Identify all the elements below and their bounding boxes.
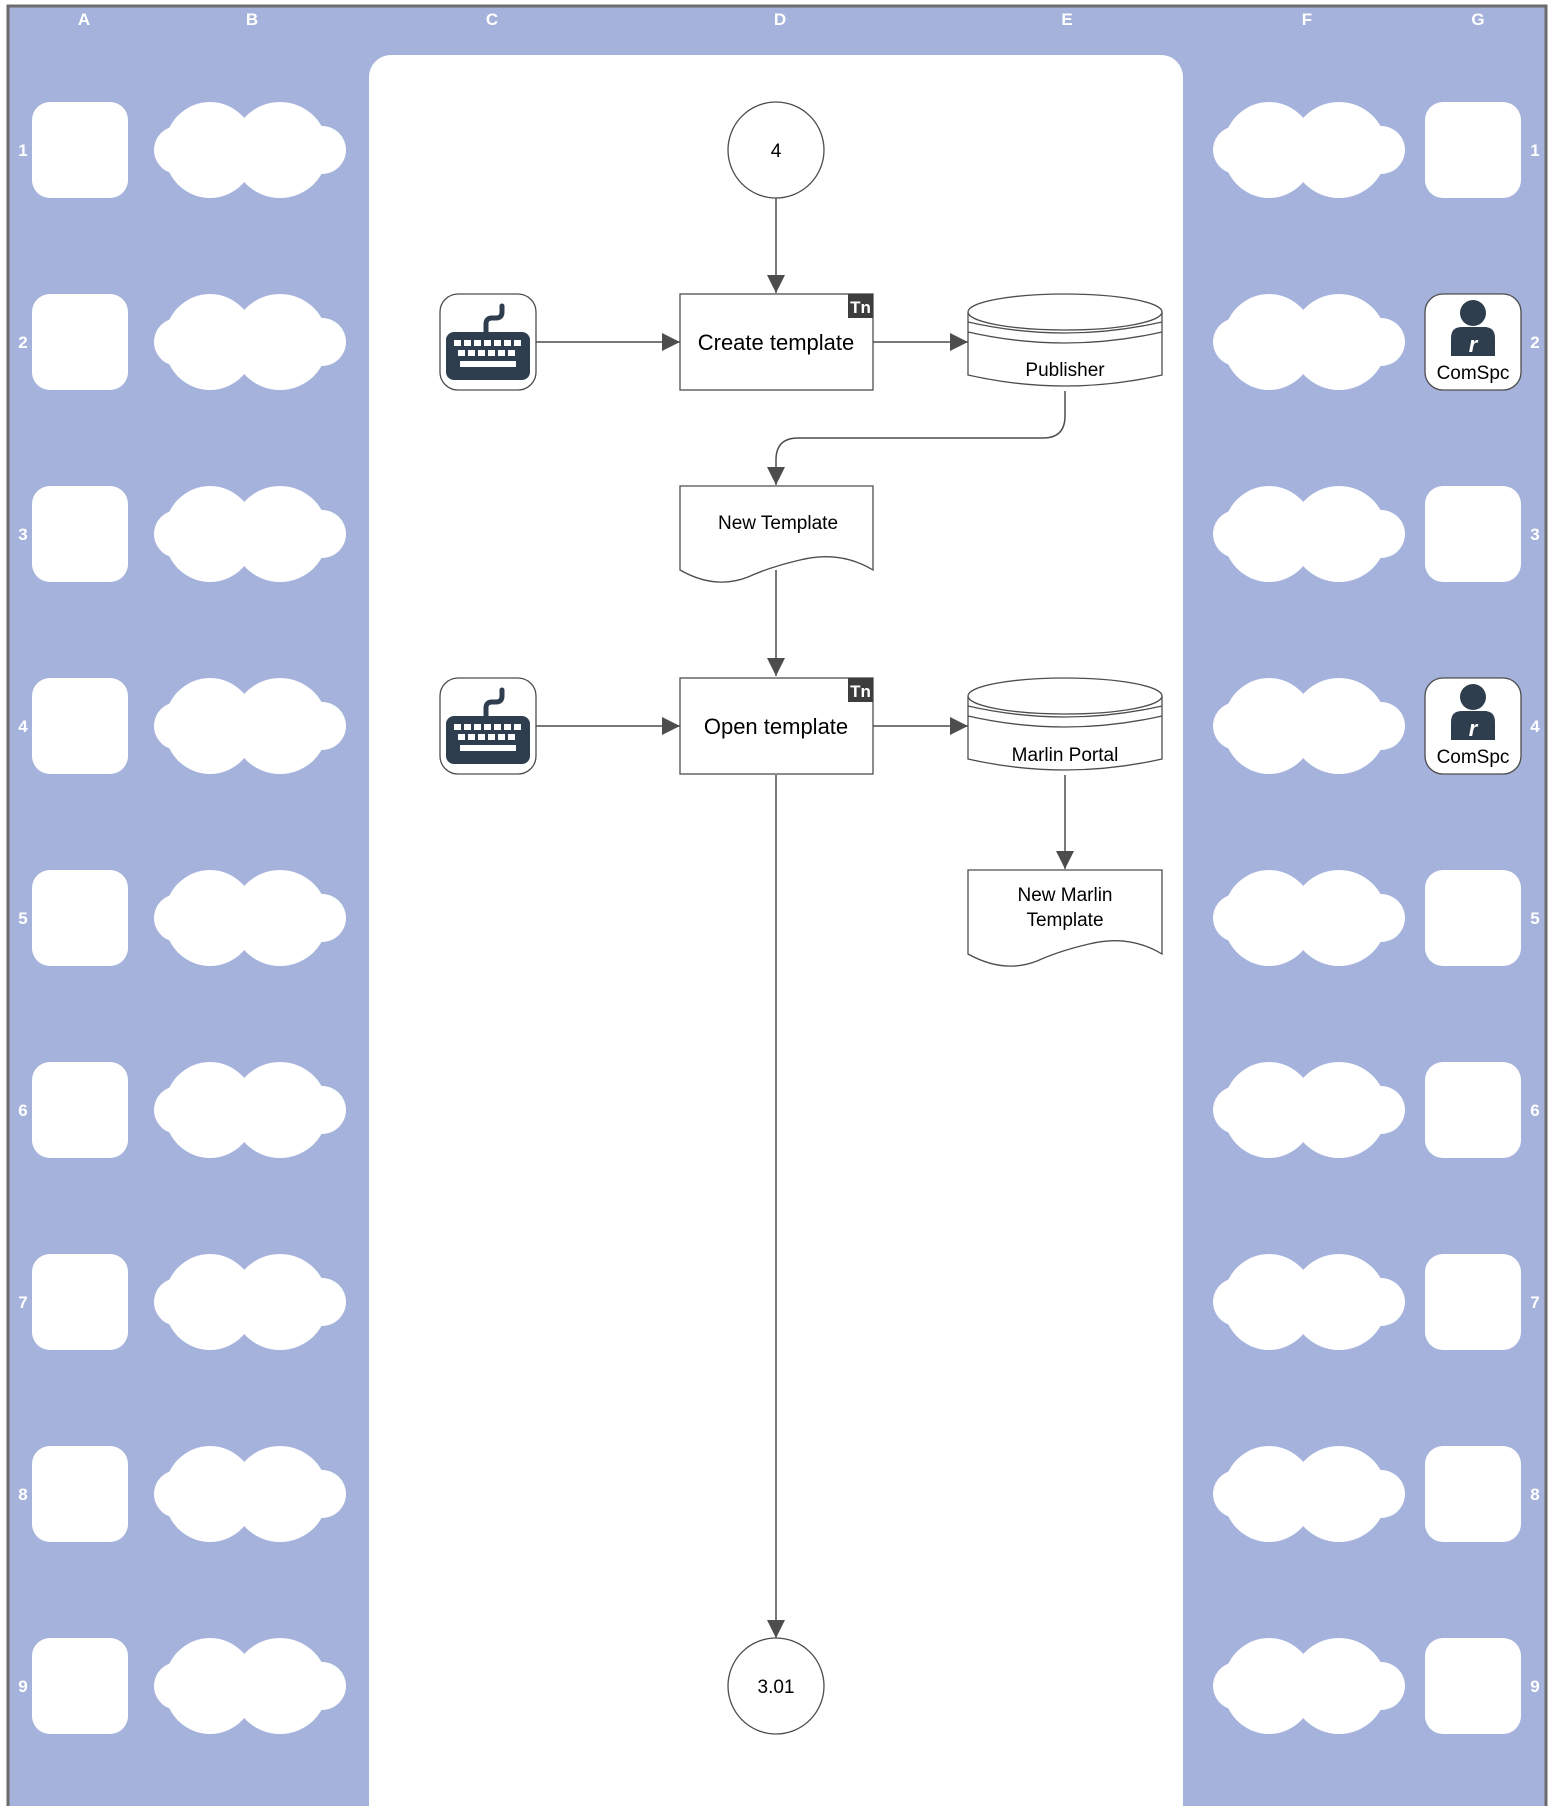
database-publisher[interactable]: Publisher [967,293,1163,387]
process-open-template[interactable]: Tn Open template [679,677,874,775]
placeholder-box-g9 [1425,1638,1521,1734]
svg-text:r: r [1469,716,1479,741]
row-label-5-left: 5 [18,909,27,928]
row-label-8-right: 8 [1530,1485,1539,1504]
placeholder-box-a8 [32,1446,128,1542]
placeholder-cloud-b5 [154,870,346,966]
column-label-g: G [1471,10,1484,29]
process-open-template-label: Open template [704,714,848,739]
placeholder-cloud-f3 [1213,486,1405,582]
placeholder-cloud-b9 [154,1638,346,1734]
placeholder-box-a6 [32,1062,128,1158]
column-label-c: C [486,10,498,29]
placeholder-cloud-b8 [154,1446,346,1542]
placeholder-box-a9 [32,1638,128,1734]
row-label-1-left: 1 [18,141,27,160]
placeholder-shapes [32,102,1521,1734]
row-labels: 1 1 2 2 3 3 4 4 5 5 6 6 7 7 8 8 9 9 [18,141,1540,1696]
column-label-d: D [774,10,786,29]
placeholder-box-a5 [32,870,128,966]
placeholder-cloud-f8 [1213,1446,1405,1542]
row-label-4-right: 4 [1530,717,1540,736]
document-new-marlin-label-line1: New Marlin [1017,885,1112,906]
tn-badge-bg [848,294,873,318]
actor-comspc[interactable]: r ComSpc [1424,293,1522,391]
placeholder-cloud-f1 [1213,102,1405,198]
placeholder-box-g5 [1425,870,1521,966]
document-new-template[interactable]: New Template [679,485,874,583]
user-icon: r [1451,684,1495,741]
svg-text:r: r [1469,332,1479,357]
connector-publisher-to-new-template [767,391,1066,485]
row-label-4-left: 4 [18,717,28,736]
placeholder-cloud-f2 [1213,294,1405,390]
row-label-7-left: 7 [18,1293,27,1312]
tn-badge: Tn [850,682,871,701]
row-label-9-right: 9 [1530,1677,1539,1696]
actor-comspc-label: ComSpc [1437,363,1510,384]
placeholder-box-g3 [1425,486,1521,582]
placeholder-box-a4 [32,678,128,774]
connectors [536,198,1074,1638]
tn-badge-bg [848,678,873,702]
placeholder-cloud-f5 [1213,870,1405,966]
placeholder-cloud-f4 [1213,678,1405,774]
placeholder-box-a1 [32,102,128,198]
placeholder-cloud-b4 [154,678,346,774]
placeholder-cloud-f6 [1213,1062,1405,1158]
placeholder-cloud-f9 [1213,1638,1405,1734]
row-label-6-left: 6 [18,1101,27,1120]
placeholder-cloud-b2 [154,294,346,390]
row-label-2-left: 2 [18,333,27,352]
placeholder-cloud-b3 [154,486,346,582]
placeholder-box-a3 [32,486,128,582]
column-label-b: B [246,10,258,29]
start-connector[interactable]: 4 [727,101,825,199]
placeholder-cloud-b1 [154,102,346,198]
placeholder-box-a7 [32,1254,128,1350]
row-label-8-left: 8 [18,1485,27,1504]
actor-comspc[interactable]: r ComSpc [1424,677,1522,775]
document-new-template-label: New Template [718,513,838,534]
column-label-f: F [1302,10,1312,29]
database-marlin-portal[interactable]: Marlin Portal [967,677,1163,771]
user-icon: r [1451,300,1495,357]
row-label-9-left: 9 [18,1677,27,1696]
document-new-marlin-label-line2: Template [1026,910,1103,931]
row-label-3-right: 3 [1530,525,1539,544]
end-connector-label: 3.01 [758,1677,795,1698]
tn-badge: Tn [850,298,871,317]
process-create-template-label: Create template [698,330,855,355]
row-label-2-right: 2 [1530,333,1539,352]
process-create-template[interactable]: Tn Create template [679,293,874,391]
row-label-1-right: 1 [1530,141,1539,160]
row-label-3-left: 3 [18,525,27,544]
placeholder-box-g7 [1425,1254,1521,1350]
database-marlin-portal-label: Marlin Portal [1012,745,1119,766]
row-label-6-right: 6 [1530,1101,1539,1120]
placeholder-box-g1 [1425,102,1521,198]
end-connector[interactable]: 3.01 [727,1637,825,1735]
keyboard-icon[interactable] [439,677,537,775]
document-new-marlin-template[interactable]: New Marlin Template [967,869,1163,967]
placeholder-box-g6 [1425,1062,1521,1158]
placeholder-cloud-b6 [154,1062,346,1158]
actor-comspc-label: ComSpc [1437,747,1510,768]
start-connector-label: 4 [771,141,782,162]
row-label-5-right: 5 [1530,909,1539,928]
placeholder-box-a2 [32,294,128,390]
row-label-7-right: 7 [1530,1293,1539,1312]
column-label-a: A [78,10,90,29]
database-publisher-label: Publisher [1025,360,1105,381]
column-labels: A B C D E F G [78,10,1485,29]
column-label-e: E [1061,10,1072,29]
placeholder-cloud-b7 [154,1254,346,1350]
placeholder-box-g8 [1425,1446,1521,1542]
placeholder-cloud-f7 [1213,1254,1405,1350]
keyboard-icon[interactable] [439,293,537,391]
